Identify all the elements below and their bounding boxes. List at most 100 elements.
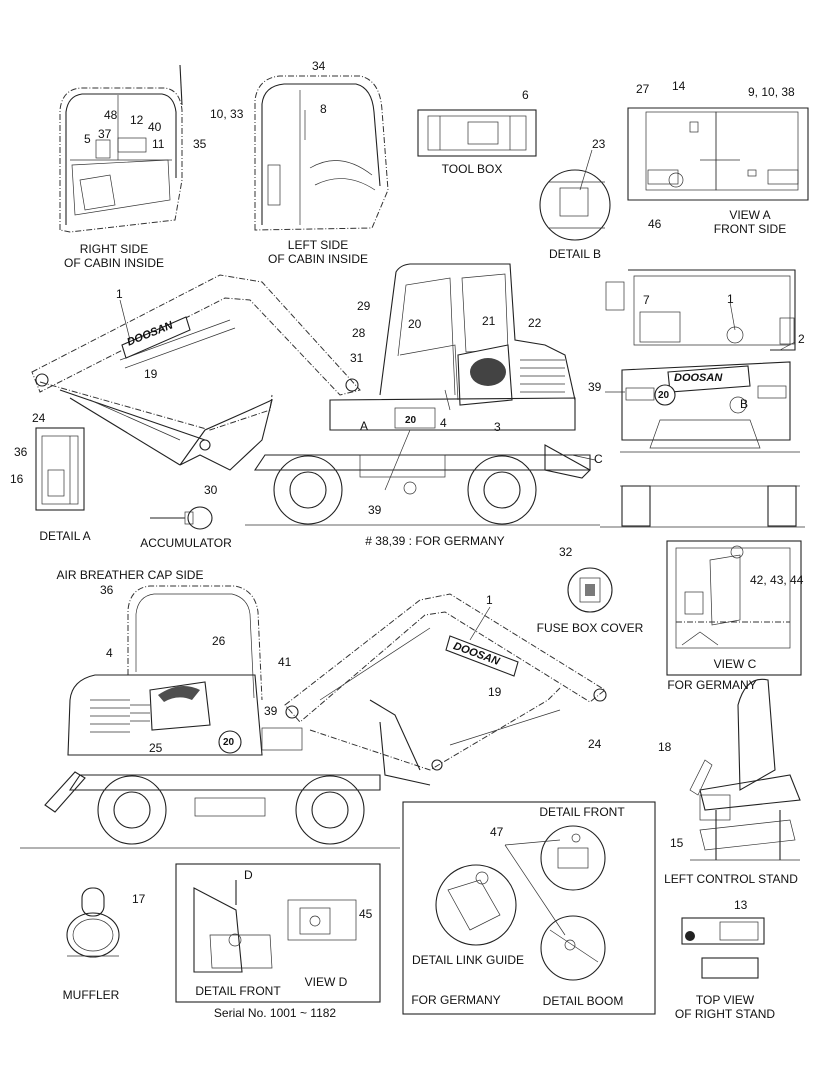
callout-45: 45 (359, 907, 373, 921)
front-speed-decal: 20 (405, 415, 417, 426)
callout-2: 2 (798, 332, 805, 346)
callout-11: 11 (152, 137, 165, 151)
caption-top-view-right-stand: TOP VIEW OF RIGHT STAND (674, 993, 776, 1021)
detail-a-drawing (35, 427, 85, 511)
callout-42-43-44: 42, 43, 44 (750, 573, 804, 587)
callout-39-rear: 39 (588, 380, 602, 394)
callout-C: C (594, 452, 603, 466)
caption-left-side-cabin: LEFT SIDE OF CABIN INSIDE (267, 238, 368, 266)
callout-D: D (244, 868, 253, 882)
view-c-drawing (666, 540, 802, 676)
callout-4-bottom: 4 (106, 646, 113, 660)
tool-box-drawing (417, 109, 537, 157)
caption-left-control-stand: LEFT CONTROL STAND (664, 872, 798, 886)
side-speed-decal: 20 (223, 737, 235, 748)
detail-b-drawing (539, 149, 611, 241)
accumulator-drawing (150, 506, 213, 530)
callout-20: 20 (408, 317, 422, 331)
callout-3: 3 (494, 420, 501, 434)
callout-36-top: 36 (14, 445, 28, 459)
caption-detail-a: DETAIL A (39, 529, 91, 543)
callout-19-bottom: 19 (488, 685, 502, 699)
callout-1-bottom: 1 (486, 593, 493, 607)
callout-4-top: 4 (440, 416, 447, 430)
callout-14: 14 (672, 79, 686, 93)
callout-1-rear: 1 (727, 292, 734, 306)
callout-7: 7 (643, 293, 650, 307)
callout-30: 30 (204, 483, 218, 497)
caption-detail-b: DETAIL B (548, 247, 601, 261)
caption-detail-boom: DETAIL BOOM (542, 994, 624, 1008)
caption-germany-note: # 38,39 : FOR GERMANY (365, 534, 505, 548)
detail-front-view-d-drawing (175, 863, 381, 1003)
callout-18: 18 (658, 740, 672, 754)
callout-B: B (740, 397, 749, 411)
callout-48: 48 (104, 108, 118, 122)
callout-47: 47 (490, 825, 504, 839)
excavator-right-side-view (20, 585, 607, 849)
callout-25: 25 (149, 741, 163, 755)
rear-speed-decal: 20 (658, 390, 670, 401)
caption-tool-box: TOOL BOX (441, 162, 503, 176)
callout-6: 6 (522, 88, 529, 102)
callout-36-bottom: 36 (100, 583, 114, 597)
caption-right-side-cabin: RIGHT SIDE OF CABIN INSIDE (63, 242, 164, 270)
callout-29: 29 (357, 299, 371, 313)
muffler-drawing (66, 887, 120, 958)
callout-21: 21 (482, 314, 496, 328)
callout-39-top: 39 (368, 503, 382, 517)
callout-26: 26 (212, 634, 226, 648)
right-stand-top-view-drawing (681, 917, 765, 979)
callout-39-bottom: 39 (264, 704, 278, 718)
fuse-box-cover-drawing (567, 567, 613, 613)
caption-view-c: VIEW C (713, 657, 757, 671)
caption-detail-front-d: DETAIL FRONT (195, 984, 281, 998)
callout-22: 22 (528, 316, 542, 330)
callout-5: 5 (84, 132, 91, 146)
caption-serial: Serial No. 1001 ~ 1182 (213, 1006, 337, 1020)
right-side-cabin-inside-drawing (59, 64, 183, 233)
callout-16: 16 (10, 472, 24, 486)
callout-1-top: 1 (116, 287, 123, 301)
callout-31: 31 (350, 351, 364, 365)
caption-air-breather: AIR BREATHER CAP SIDE (56, 568, 204, 582)
caption-detail-front-g: DETAIL FRONT (539, 805, 625, 819)
callout-23: 23 (592, 137, 606, 151)
excavator-left-side-view (31, 263, 600, 526)
left-side-cabin-inside-drawing (254, 75, 389, 231)
callout-24-bottom: 24 (588, 737, 602, 751)
callout-35: 35 (193, 137, 207, 151)
callout-27: 27 (636, 82, 650, 96)
germany-detail-box-drawing (402, 801, 656, 1015)
callout-32: 32 (559, 545, 573, 559)
left-control-stand-drawing (689, 678, 801, 861)
callout-46: 46 (648, 217, 662, 231)
callout-28: 28 (352, 326, 366, 340)
callout-37: 37 (98, 127, 112, 141)
callout-10-33: 10, 33 (210, 107, 244, 121)
excavator-rear-view (600, 269, 805, 528)
caption-fuse-box-cover: FUSE BOX COVER (536, 621, 644, 635)
callout-A: A (360, 419, 369, 433)
callout-13: 13 (734, 898, 748, 912)
caption-muffler: MUFFLER (62, 988, 120, 1002)
caption-accumulator: ACCUMULATOR (140, 536, 232, 550)
view-a-front-drawing (627, 107, 809, 201)
callout-9-10-38: 9, 10, 38 (748, 85, 795, 99)
callout-24-top: 24 (32, 411, 46, 425)
callout-41: 41 (278, 655, 292, 669)
callout-12: 12 (130, 113, 144, 127)
caption-for-germany-c: FOR GERMANY (667, 678, 757, 692)
callout-34: 34 (312, 59, 326, 73)
callout-17: 17 (132, 892, 146, 906)
rear-doosan-decal: DOOSAN (674, 372, 723, 384)
callout-19-top: 19 (144, 367, 158, 381)
caption-view-a: VIEW A FRONT SIDE (713, 208, 787, 236)
callout-40: 40 (148, 120, 162, 134)
callout-8: 8 (320, 102, 327, 116)
caption-view-d: VIEW D (304, 975, 348, 989)
caption-for-germany-g: FOR GERMANY (411, 993, 501, 1007)
caption-detail-link-guide: DETAIL LINK GUIDE (411, 953, 525, 967)
callout-15: 15 (670, 836, 684, 850)
